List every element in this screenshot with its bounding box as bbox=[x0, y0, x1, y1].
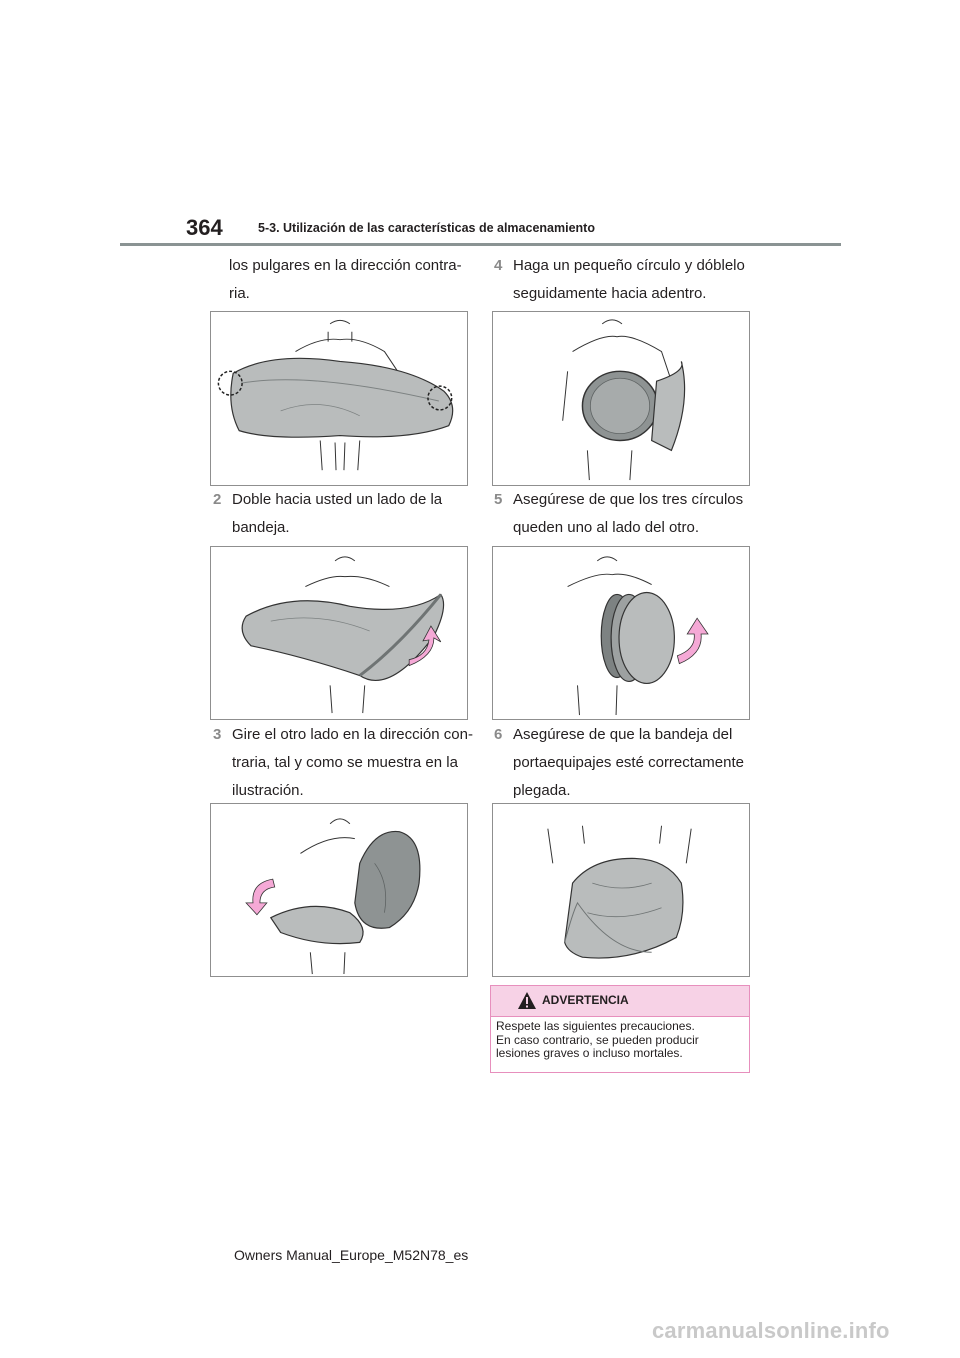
step-5: 5 Asegúrese de que los tres círculos qued… bbox=[494, 486, 744, 542]
warning-line-2: En caso contrario, se pueden producir bbox=[496, 1032, 699, 1047]
warning-line-3: lesiones graves o incluso mortales. bbox=[496, 1046, 683, 1060]
step-2-number: 2 bbox=[213, 491, 222, 508]
step-3-line-3: ilustración. bbox=[232, 782, 304, 799]
figure-5-three-circles bbox=[492, 546, 750, 720]
step-5-line-1: Asegúrese de que los tres círculos bbox=[513, 491, 744, 508]
warning-line-1: Respete las siguientes precauciones. bbox=[496, 1019, 695, 1033]
step-6-line-3: plegada. bbox=[513, 782, 571, 799]
step-3-line-2: traria, tal y como se muestra en la bbox=[232, 754, 458, 771]
warning-body: Respete las siguientes precauciones. En … bbox=[491, 1017, 749, 1064]
intro-line-2: ria. bbox=[229, 285, 250, 302]
figure-4-small-circle bbox=[492, 311, 750, 486]
step-6: 6 Asegúrese de que la bandeja del portaeq… bbox=[494, 721, 744, 805]
intro-line-1: los pulgares en la dirección contra- bbox=[229, 257, 462, 274]
step-6-line-1: Asegúrese de que la bandeja del bbox=[513, 726, 733, 743]
section-title: 5-3. Utilización de las características … bbox=[258, 221, 595, 235]
page-number: 364 bbox=[186, 215, 223, 240]
footer-manual-id: Owners Manual_Europe_M52N78_es bbox=[234, 1247, 469, 1263]
step-4-number: 4 bbox=[494, 257, 503, 274]
figure-1-illustration bbox=[217, 319, 454, 471]
step-2-line-1: Doble hacia usted un lado de la bbox=[232, 491, 443, 508]
intro-text: los pulgares en la dirección contra- ria… bbox=[229, 252, 462, 308]
warning-title: ADVERTENCIA bbox=[542, 993, 629, 1007]
step-2: 2 Doble hacia usted un lado de la bandeja… bbox=[213, 486, 443, 542]
figure-1-tray-held bbox=[210, 311, 468, 486]
figure-3-twist-other-side bbox=[210, 803, 468, 977]
warning-triangle-icon bbox=[518, 992, 536, 1009]
header-rule bbox=[120, 243, 841, 246]
step-4-line-1: Haga un pequeño círculo y dóblelo bbox=[513, 257, 745, 274]
figure-6-folded-tray bbox=[492, 803, 750, 977]
watermark: carmanualsonline.info bbox=[652, 1318, 890, 1343]
step-5-number: 5 bbox=[494, 491, 503, 508]
warning-box: ADVERTENCIA Respete las siguientes preca… bbox=[490, 985, 750, 1073]
step-3-number: 3 bbox=[213, 726, 222, 743]
step-3-line-1: Gire el otro lado en la dirección con- bbox=[232, 726, 473, 743]
step-4-line-2: seguidamente hacia adentro. bbox=[513, 285, 707, 302]
step-2-line-2: bandeja. bbox=[232, 519, 290, 536]
step-6-number: 6 bbox=[494, 726, 503, 743]
warning-header: ADVERTENCIA bbox=[491, 986, 749, 1017]
figure-2-fold-side bbox=[210, 546, 468, 720]
step-4: 4 Haga un pequeño círculo y dóblelo segui… bbox=[494, 252, 745, 308]
step-5-line-2: queden uno al lado del otro. bbox=[513, 519, 699, 536]
step-6-line-2: portaequipajes esté correctamente bbox=[513, 754, 744, 771]
